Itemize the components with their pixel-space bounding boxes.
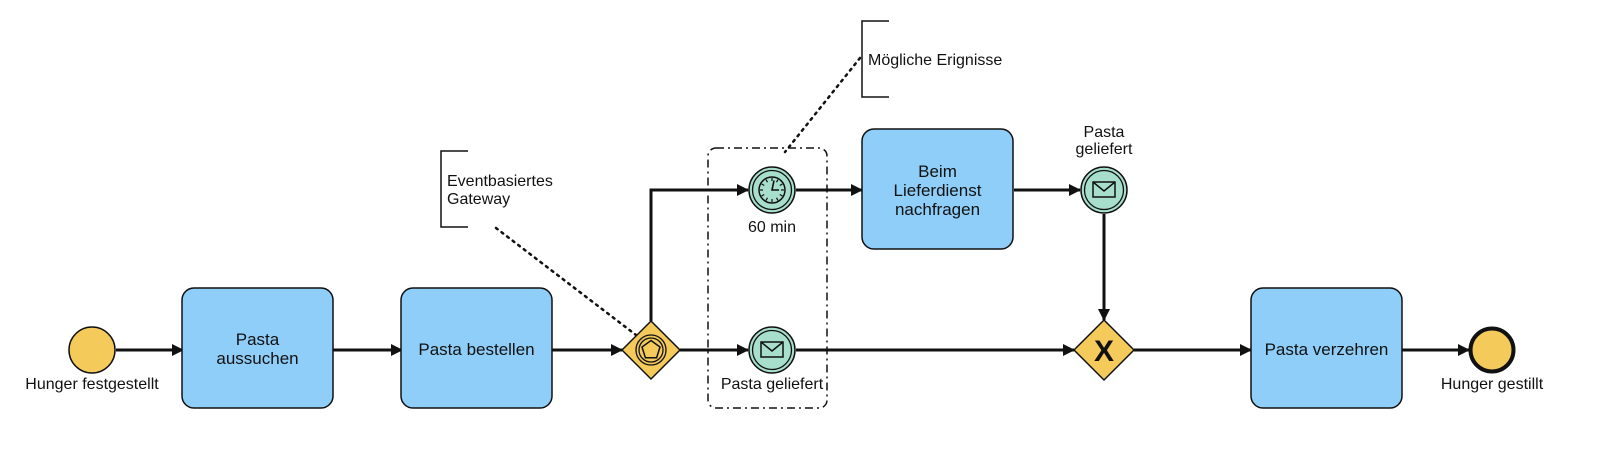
annotation-events-line1: Mögliche Erignisse xyxy=(868,52,1002,69)
message-event-bottom-label: Pasta geliefert xyxy=(721,376,824,393)
annotation-gateway-line1: Eventbasiertes xyxy=(447,173,553,190)
event-based-gateway[interactable] xyxy=(620,319,682,381)
task-label-line1: Pasta verzehren xyxy=(1265,340,1389,359)
pentagon-icon xyxy=(641,339,661,359)
task-label-line1: Pasta bestellen xyxy=(418,340,534,359)
task-pasta-verzehren[interactable]: Pasta verzehren xyxy=(1250,287,1403,409)
annotation-events: Mögliche Erignisse xyxy=(861,20,1002,98)
task-label-line1: Beim xyxy=(918,162,957,181)
associations xyxy=(494,56,862,337)
end-event-label: Hunger gestillt xyxy=(1441,376,1544,393)
task-label-line3: nachfragen xyxy=(895,200,980,219)
task-beim-lieferdienst-nachfragen[interactable]: Beim Lieferdienst nachfragen xyxy=(861,128,1014,250)
x-icon: X xyxy=(1094,335,1114,368)
annotation-gateway: Eventbasiertes Gateway xyxy=(440,150,553,228)
task-pasta-aussuchen[interactable]: Pasta aussuchen xyxy=(181,287,334,409)
task-label-line1: Pasta xyxy=(236,330,280,349)
flow-gateway-to-timer xyxy=(649,184,749,321)
end-event-icon xyxy=(1468,326,1516,374)
message-event-top[interactable]: Pasta geliefert xyxy=(1076,124,1133,214)
envelope-icon xyxy=(760,341,784,358)
start-event-icon xyxy=(68,326,116,374)
exclusive-gateway[interactable]: X xyxy=(1072,318,1136,382)
sequence-flows xyxy=(116,184,1470,356)
timer-event[interactable]: 60 min xyxy=(748,166,796,236)
clock-icon xyxy=(758,176,786,204)
event-group-box xyxy=(707,147,828,409)
end-event[interactable]: Hunger gestillt xyxy=(1441,326,1544,394)
envelope-icon xyxy=(1092,181,1116,198)
task-label-line2: aussuchen xyxy=(216,349,298,368)
timer-event-label: 60 min xyxy=(748,219,796,236)
task-pasta-bestellen[interactable]: Pasta bestellen xyxy=(400,287,553,409)
start-event[interactable]: Hunger festgestellt xyxy=(25,326,159,393)
start-event-label: Hunger festgestellt xyxy=(25,376,159,393)
message-event-bottom[interactable]: Pasta geliefert xyxy=(721,326,824,393)
task-label-line2: Lieferdienst xyxy=(894,181,982,200)
association-gateway-note xyxy=(494,226,638,337)
message-event-top-label-line2: geliefert xyxy=(1076,141,1133,158)
message-event-top-label-line1: Pasta xyxy=(1084,124,1125,141)
annotation-gateway-line2: Gateway xyxy=(447,191,510,208)
association-events-note xyxy=(783,56,862,154)
